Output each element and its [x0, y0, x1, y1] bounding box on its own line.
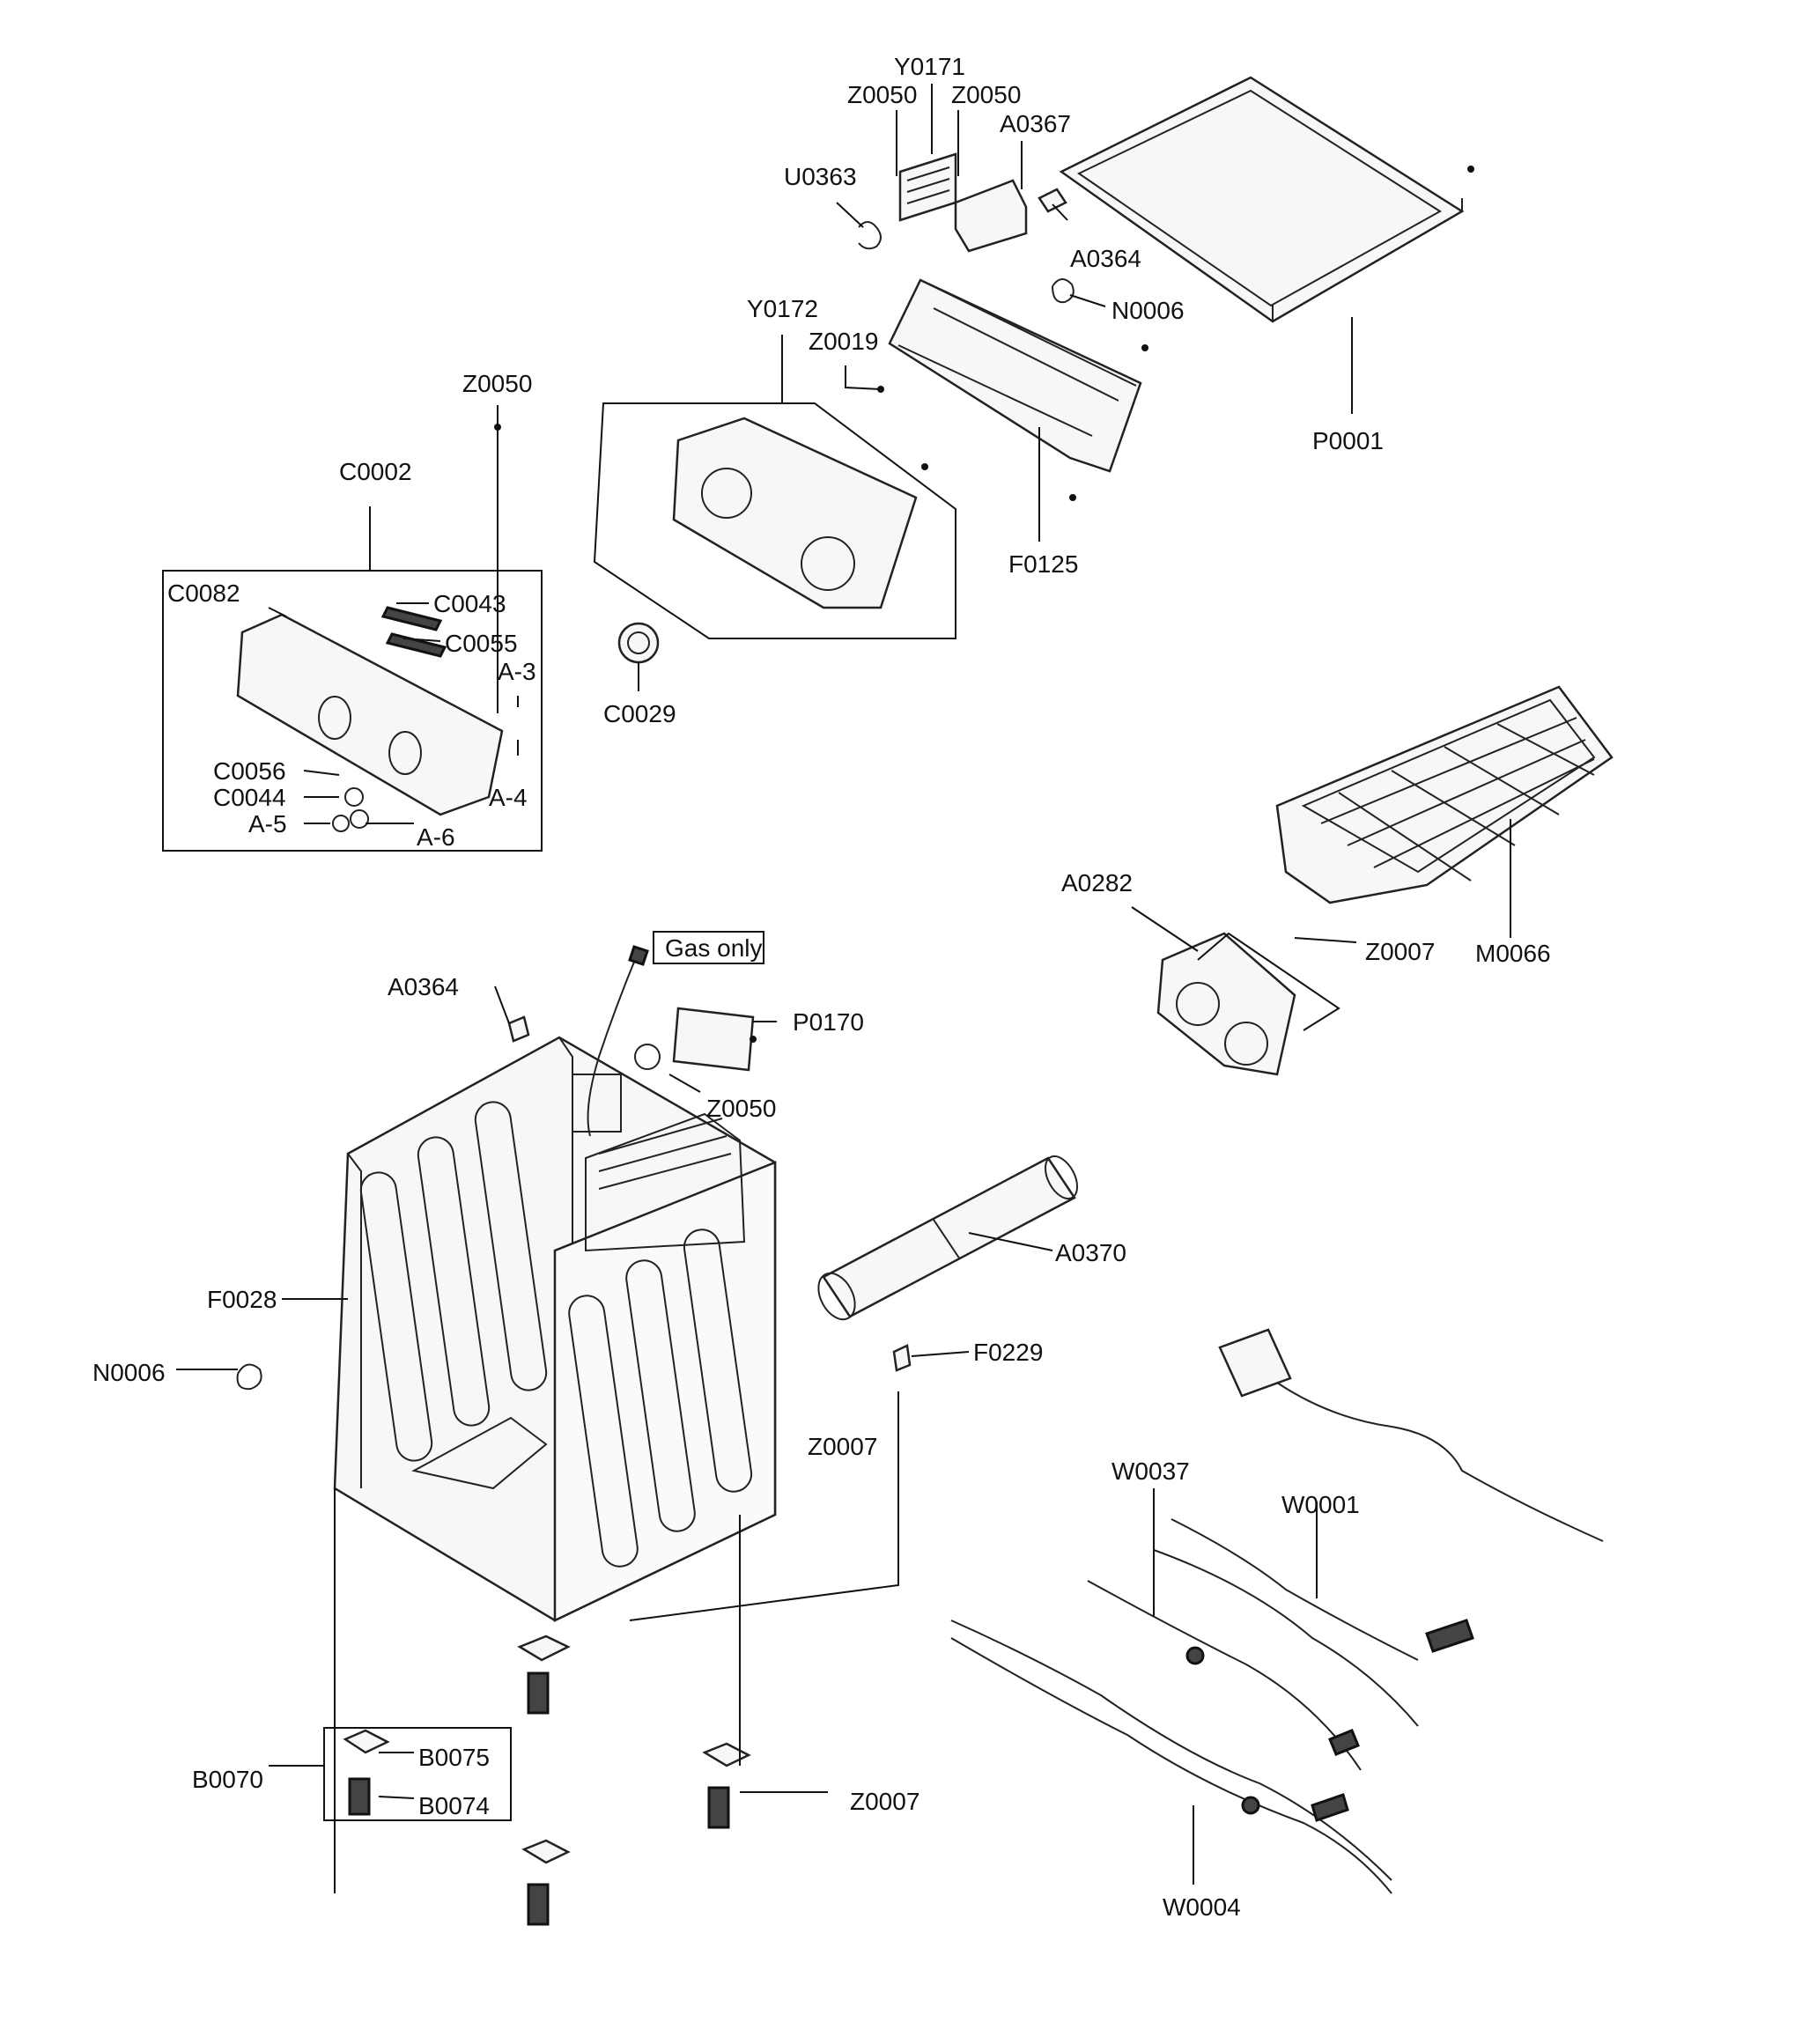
part-leveling-feet: [323, 1634, 751, 1926]
part-clip-f0229: [892, 1344, 912, 1372]
part-gas-wire: [572, 945, 757, 1137]
label-c0029: C0029: [603, 700, 676, 727]
label-a3: A-3: [498, 658, 536, 685]
label-b0070: B0070: [192, 1766, 263, 1793]
label-w0001: W0001: [1281, 1491, 1360, 1518]
part-top-cover: [1059, 76, 1474, 323]
label-f0229: F0229: [973, 1339, 1043, 1366]
part-duct-a0282: [1156, 932, 1340, 1076]
label-f0028: F0028: [207, 1286, 277, 1313]
part-control-housing: [877, 278, 1148, 501]
label-w0004: W0004: [1163, 1893, 1241, 1921]
label-z0019: Z0019: [809, 328, 878, 355]
part-lint-filter: [1275, 685, 1614, 904]
part-pcb-group: [593, 402, 956, 639]
label-c0002: C0002: [339, 458, 412, 485]
label-p0001: P0001: [1312, 427, 1384, 454]
label-f0125: F0125: [1008, 550, 1078, 578]
label-u0363: U0363: [784, 163, 857, 190]
label-z0007-c: Z0007: [850, 1788, 919, 1815]
label-a0364-mid: A0364: [388, 973, 459, 1000]
label-a0370: A0370: [1055, 1239, 1126, 1266]
part-knob-c0029: [617, 622, 660, 664]
label-z0050-a: Z0050: [847, 81, 917, 108]
label-y0171: Y0171: [894, 53, 965, 80]
part-power-cord: [1218, 1328, 1604, 1542]
part-control-panel-group: [162, 424, 543, 852]
label-c0044: C0044: [213, 784, 286, 811]
leader-lines: [176, 84, 1511, 1893]
part-clip-a0364: [1038, 188, 1067, 213]
label-z0007-b: Z0007: [808, 1433, 877, 1460]
label-a4: A-4: [489, 784, 528, 811]
label-z0050-b: Z0050: [951, 81, 1021, 108]
label-c0082: C0082: [167, 579, 240, 607]
label-b0074: B0074: [418, 1792, 490, 1819]
label-p0170: P0170: [793, 1008, 864, 1036]
part-wire-clip-n0006: [1052, 278, 1075, 304]
label-c0043: C0043: [433, 590, 506, 617]
label-z0050-c: Z0050: [462, 370, 532, 397]
label-c0055: C0055: [445, 630, 518, 657]
part-clip-a0364-mid: [507, 1015, 530, 1043]
label-c0056: C0056: [213, 757, 286, 785]
gas-only-box: [653, 931, 764, 964]
label-z0050-d: Z0050: [706, 1095, 776, 1122]
part-labels: Y0171 Z0050 Z0050 A0367 U0363 A0364 N000…: [92, 53, 1551, 1921]
label-a5: A-5: [248, 810, 287, 838]
part-wire-clip-u0363: [858, 221, 882, 250]
label-m0066: M0066: [1475, 940, 1551, 967]
part-wire-clip-n0006-left: [236, 1363, 262, 1391]
part-wire-harnesses: [950, 1518, 1474, 1894]
label-gas-only: Gas only: [665, 934, 763, 962]
part-cabinet: [333, 1036, 777, 1622]
part-sensor-block: [954, 179, 1028, 253]
label-z0007-a: Z0007: [1365, 938, 1435, 965]
label-a6: A-6: [417, 823, 455, 851]
part-filter-grille: [898, 152, 957, 222]
label-w0037: W0037: [1111, 1457, 1190, 1485]
label-n0006-left: N0006: [92, 1359, 166, 1386]
label-a0367: A0367: [1000, 110, 1071, 137]
label-n0006-top: N0006: [1111, 297, 1185, 324]
label-a0282: A0282: [1061, 869, 1133, 897]
part-duct-tube: [817, 1155, 1079, 1321]
label-b0075: B0075: [418, 1744, 490, 1771]
label-y0172: Y0172: [747, 295, 818, 322]
label-a0364-top: A0364: [1070, 245, 1141, 272]
